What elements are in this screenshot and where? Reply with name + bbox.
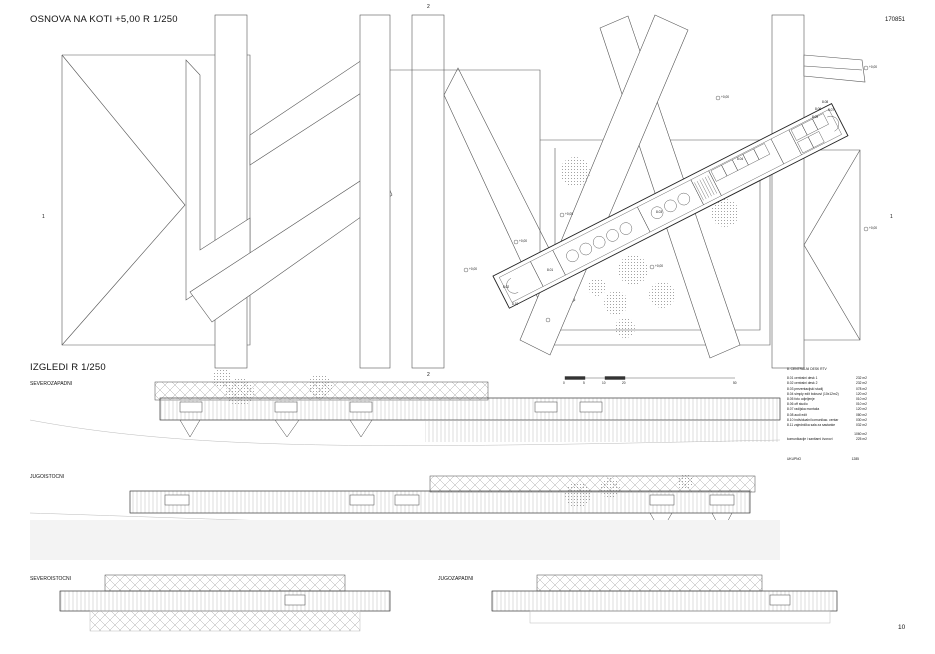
room-row: 8.04 simply edit boksovi (10x12m2)120 m2 xyxy=(787,391,867,396)
page-number: 10 xyxy=(898,624,906,631)
room-label: 8.01 xyxy=(547,268,554,272)
level-mark: +0,00 xyxy=(721,95,730,99)
central-desk-building xyxy=(492,102,849,309)
section-mark-bottom: 2 xyxy=(427,372,430,378)
level-mark: +0,00 xyxy=(869,65,878,69)
elevation-jugozapadni xyxy=(491,574,838,624)
elevation-trees-1 xyxy=(212,368,332,406)
sheet-code: 170851 xyxy=(885,17,906,23)
elevation-severoistocni xyxy=(59,574,391,632)
level-mark: +0,00 xyxy=(655,264,664,268)
scale-tick: 50 xyxy=(733,381,737,385)
scale-tick: 5 xyxy=(583,381,585,385)
scale-tick: 10 xyxy=(602,381,606,385)
elevation-label-severozapadni: SEVEROZAPADNI xyxy=(30,381,73,387)
room-area-table: 8. CENTRALNI DESK RTV 8.01 centralni des… xyxy=(787,367,867,462)
elevation-trees-2 xyxy=(565,474,693,508)
room-label: 8.02 xyxy=(503,285,510,289)
room-subtotal: 1060 m2 xyxy=(854,432,867,437)
elevations-title: IZGLEDI R 1/250 xyxy=(30,362,106,373)
elevation-label-jugoistocni: JUGOISTOCNI xyxy=(30,474,65,480)
section-mark-left: 1 xyxy=(42,214,45,220)
level-mark: +0,00 xyxy=(869,226,878,230)
section-mark-top: 2 xyxy=(427,4,430,10)
floor-plan xyxy=(61,14,866,369)
room-label: 8.09 xyxy=(812,115,819,119)
room-table-title: 8. CENTRALNI DESK RTV xyxy=(787,367,827,371)
scale-tick: 0 xyxy=(563,381,565,385)
elevation-severozapadni xyxy=(29,381,781,446)
room-label: 8.08 xyxy=(822,100,829,104)
room-label: 8.04 xyxy=(737,157,744,161)
level-markers xyxy=(463,65,869,323)
level-mark: +0,00 xyxy=(519,239,528,243)
room-label: 8.10 xyxy=(512,302,519,306)
scale-bar xyxy=(564,376,735,380)
landscape-trees xyxy=(560,157,739,338)
elevation-jugoistocni xyxy=(29,475,781,560)
scale-tick: 20 xyxy=(622,381,626,385)
room-label: 8.06 xyxy=(815,107,822,111)
level-mark: +0,00 xyxy=(565,212,574,216)
plan-title: OSNOVA NA KOTI +5,00 R 1/250 xyxy=(30,14,178,25)
room-label: 8.07 xyxy=(828,108,835,112)
elevation-label-severoistocni: SEVEROISTOCNI xyxy=(30,576,72,582)
level-mark: +0,00 xyxy=(469,267,478,271)
elevation-label-jugozapadni: JUGOZAPADNI xyxy=(438,576,474,582)
section-mark-right: 1 xyxy=(890,214,893,220)
room-label: 8.03 xyxy=(656,210,663,214)
